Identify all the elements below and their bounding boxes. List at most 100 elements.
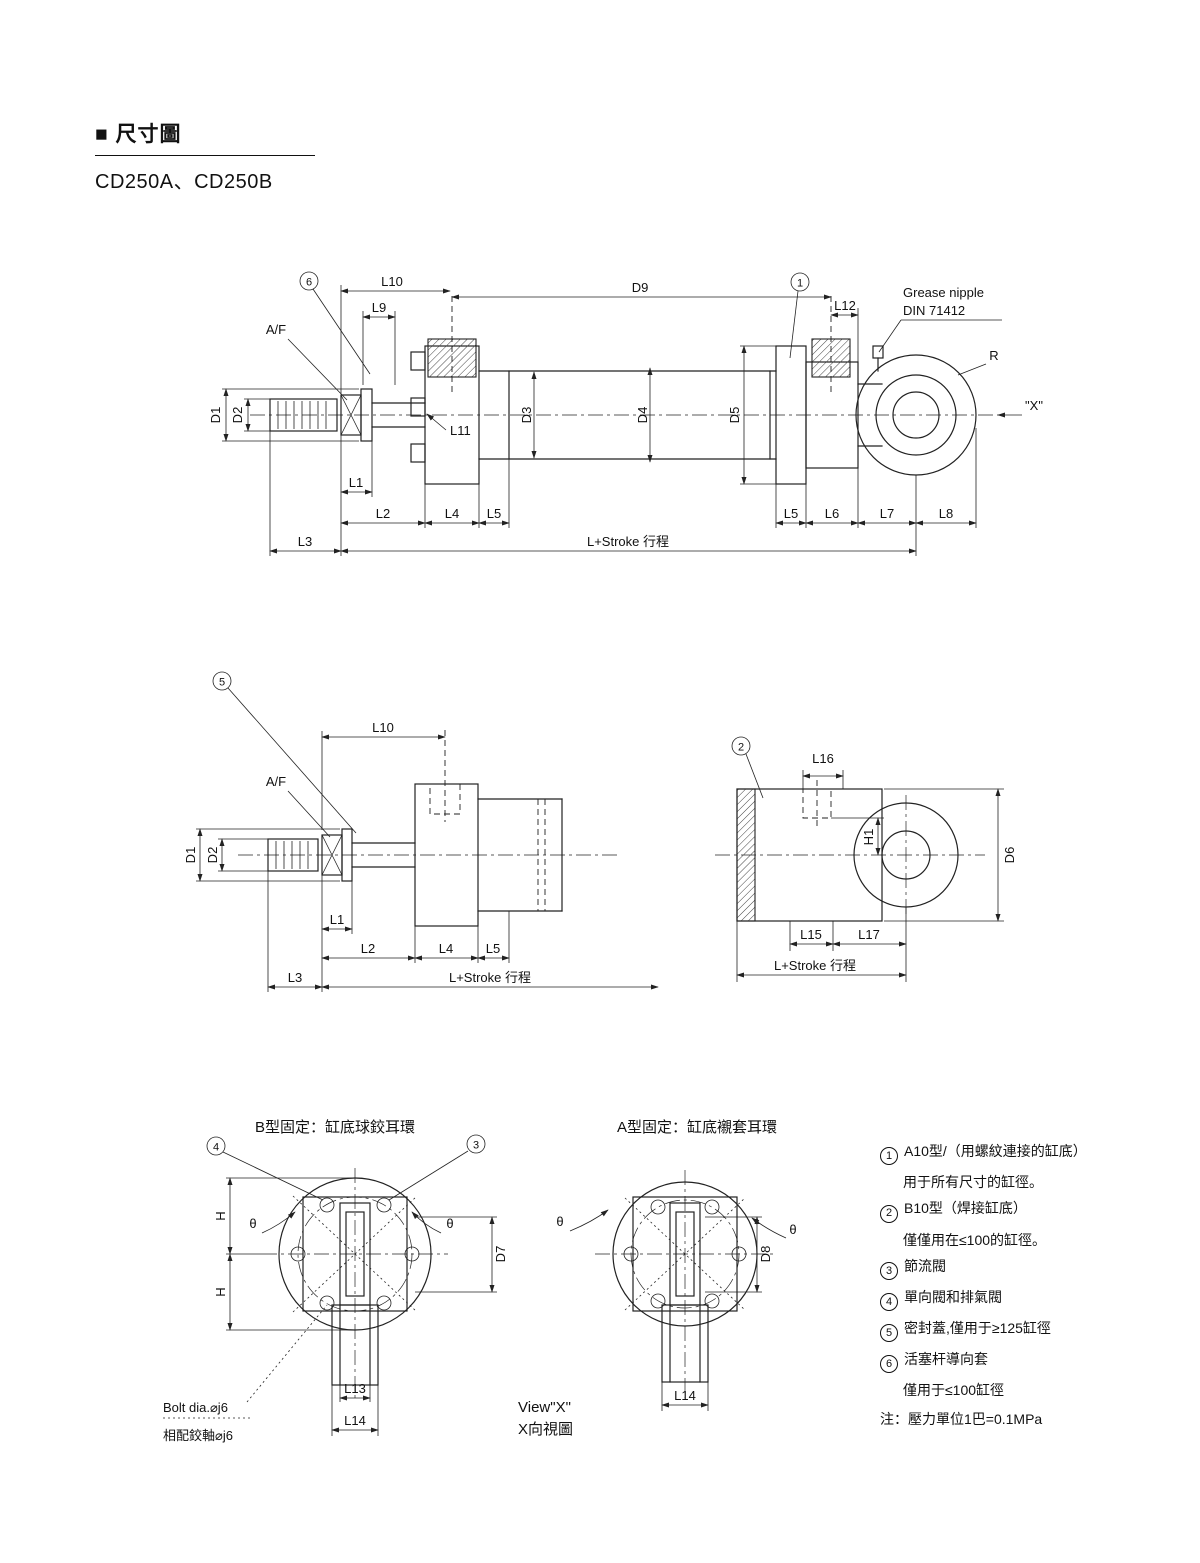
dim-theta-right: θ	[789, 1222, 796, 1237]
callout-1-number: 1	[797, 278, 803, 290]
callout-1: 1	[789, 272, 810, 359]
dim-L3: L3	[298, 534, 312, 549]
dim-L10: L10	[381, 274, 403, 289]
dim-L15: L15	[800, 927, 822, 942]
dim-H-lower: H	[213, 1287, 228, 1296]
dim-L13: L13	[344, 1381, 366, 1396]
h-dimensions: H H	[213, 1177, 352, 1331]
b-mount-view: B型固定：缸底球鉸耳環 4 3 θ θ H H D7	[163, 1118, 508, 1443]
view-x-subtitle: X向視圖	[518, 1421, 573, 1438]
dim-L9: L9	[372, 300, 386, 315]
left-diameters: D1 D2	[183, 828, 340, 882]
note-2-callout: 2	[880, 1204, 898, 1223]
top-view: 6 1 A/F Grease nipple DIN 71412 R "X" L1…	[208, 271, 1043, 556]
a-mount-view: A型固定：缸底襯套耳環 θ θ D8 L14 View"X" X向視圖	[518, 1118, 797, 1438]
cylinder-tube	[478, 370, 777, 460]
dim-D1: D1	[183, 847, 198, 864]
note-2-cont-text: 僅僅用在≤100的缸徑。	[903, 1231, 1047, 1248]
dim-L5-front: L5	[487, 506, 501, 521]
af-label: A/F	[266, 322, 286, 337]
dim-D1: D1	[208, 407, 223, 424]
note-1-callout: 1	[880, 1147, 898, 1166]
dim-L2: L2	[361, 941, 375, 956]
bolt-holes	[623, 1199, 747, 1309]
note-2-text: B10型（焊接缸底）	[904, 1200, 1027, 1217]
dim-D2: D2	[230, 407, 245, 424]
dim-theta-left: θ	[249, 1216, 256, 1231]
dim-L5-rear: L5	[784, 506, 798, 521]
note-4-callout: 4	[880, 1293, 898, 1311]
dim-L14: L14	[674, 1388, 696, 1403]
dim-L5: L5	[486, 941, 500, 956]
note-1-text: A10型/（用螺紋連接的缸底）	[904, 1143, 1087, 1159]
view-x-title: View"X"	[518, 1399, 571, 1416]
bolt-dia-label: Bolt dia.⌀j6	[163, 1400, 228, 1415]
dim-H1: H1	[861, 829, 876, 846]
clevis-slot-inner	[345, 1211, 365, 1297]
note-5-text: 密封蓋,僅用于≥125缸徑	[904, 1320, 1051, 1336]
note-2: 2 B10型（焊接缸底）	[880, 1199, 1130, 1223]
dim-L17: L17	[858, 927, 880, 942]
bushing-slot-inner	[675, 1211, 695, 1297]
dim-D9: D9	[632, 280, 649, 295]
b-mount-title: B型固定：缸底球鉸耳環	[255, 1118, 415, 1136]
note-6-text: 活塞杆導向套	[904, 1351, 988, 1368]
hidden-port	[802, 788, 832, 819]
callout-6-number: 6	[306, 277, 312, 289]
callout-5-number: 5	[219, 677, 225, 689]
dim-H-upper: H	[213, 1211, 228, 1220]
note-4: 4 單向閥和排氣閥	[880, 1288, 1130, 1311]
dim-D4: D4	[635, 407, 650, 424]
middle-left-view: 5 A/F L10 D1 D2 L1 L2 L4 L5 L3 L+Stroke …	[183, 671, 659, 992]
dim-L10: L10	[372, 720, 394, 735]
dim-L11: L11	[450, 423, 471, 438]
view-x-ref: "X"	[1025, 398, 1043, 413]
note-1: 1 A10型/（用螺紋連接的缸底）	[880, 1142, 1130, 1166]
note-1-cont: 用于所有尺寸的缸徑。	[880, 1173, 1130, 1191]
bottom-dimensions: L1 L2 L4 L5 L3 L+Stroke 行程	[267, 912, 659, 990]
callout-2-number: 2	[738, 742, 744, 754]
dim-L16: L16	[812, 751, 834, 766]
eye-bore	[881, 830, 931, 880]
note-6-cont-text: 僅用于≤100缸徑	[903, 1382, 1005, 1399]
callout-4-number: 4	[213, 1142, 219, 1154]
weld-zone	[736, 788, 756, 922]
dim-L2: L2	[376, 506, 390, 521]
dim-L7: L7	[880, 506, 894, 521]
header: ■ 尺寸圖 CD250A、CD250B	[95, 118, 315, 194]
radius-label: R	[989, 348, 998, 363]
dim-theta-left: θ	[556, 1214, 563, 1229]
top-dimensions: L10 L9 D9 L12	[340, 274, 859, 394]
dim-D3: D3	[519, 407, 534, 424]
dim-stroke: L+Stroke 行程	[587, 534, 669, 549]
tab	[661, 1304, 709, 1383]
hidden-port	[429, 783, 461, 815]
callout-3: 3	[388, 1134, 486, 1201]
note-4-text: 單向閥和排氣閥	[904, 1288, 1002, 1305]
model-names: CD250A、CD250B	[95, 171, 273, 193]
pressure-footnote: 注：壓力單位1巴=0.1MPa	[880, 1410, 1043, 1427]
note-3-text: 節流閥	[904, 1257, 946, 1274]
page-title: ■ 尺寸圖	[95, 118, 315, 156]
bottom-dimensions: L1 L2 L4 L5 L5 L6 L7 L8 L3 L+Stroke 行程	[269, 475, 977, 554]
dim-L3: L3	[288, 970, 302, 985]
note-3-callout: 3	[880, 1261, 898, 1280]
dim-D8: D8	[758, 1246, 773, 1263]
eye-bore	[892, 391, 940, 439]
eye-mid	[875, 374, 957, 456]
dim-L4: L4	[445, 506, 459, 521]
cylinder-rear	[775, 296, 977, 485]
middle-right-view: 2 L16 H1 D6 L15 L17 L+Stroke 行程	[715, 736, 1017, 982]
note-6-cont: 僅用于≤100缸徑	[880, 1381, 1130, 1399]
tab-dimensions: L14	[661, 1382, 709, 1411]
dim-L12: L12	[834, 298, 856, 313]
dim-D2: D2	[205, 847, 220, 864]
dim-D5: D5	[727, 407, 742, 424]
callout-6: 6	[299, 271, 371, 375]
welded-body	[736, 788, 883, 922]
cylinder-head	[410, 296, 480, 485]
